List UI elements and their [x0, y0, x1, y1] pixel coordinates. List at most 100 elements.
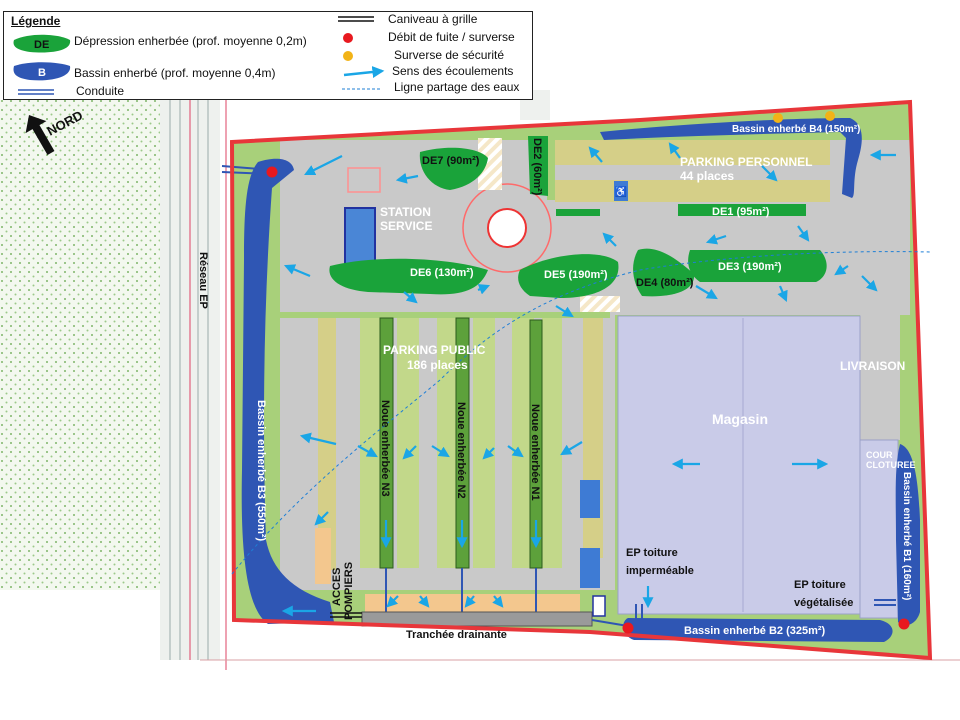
legend-box: Légende DE Dépression enherbée (prof. mo…: [3, 11, 533, 100]
b2-label: Bassin enherbé B2 (325m²): [684, 625, 826, 637]
legend-debit-label: Débit de fuite / surverse: [388, 30, 515, 44]
flow-arrow-icon: [705, 233, 727, 245]
cour-label-1: COUR: [866, 450, 893, 460]
ep-impermeable-label-1: EP toiture: [626, 547, 678, 559]
legend-caniveau-label: Caniveau à grille: [388, 12, 478, 26]
parking-stall-band: [542, 318, 562, 568]
acces-label-2: POMPIERS: [343, 562, 355, 620]
station-label-1: STATION: [380, 205, 431, 219]
personnel-parking-stalls: [555, 180, 830, 202]
caniveau-swatch-icon: [338, 16, 374, 22]
de1-label: DE1 (95m²): [712, 206, 770, 218]
basin-b2: [623, 618, 893, 642]
stall-row-west: [315, 528, 331, 584]
n2-label: Noue enherbée N2: [455, 402, 467, 499]
accessible-spot: [580, 548, 600, 588]
tranchee-drainante: [361, 611, 593, 627]
flow-arrow-icon: [314, 511, 329, 526]
flow-arrow-icon: [588, 146, 603, 163]
basin-b4: [600, 118, 862, 198]
flow-arrow-icon: [602, 232, 617, 247]
depression-de2: [528, 136, 548, 196]
b-symbol: B: [38, 67, 46, 79]
legend-surverse-label: Surverse de sécurité: [394, 48, 505, 62]
flow-arrow-icon: [431, 445, 450, 458]
flow-arrow-icon: [357, 445, 378, 458]
flow-arrow-icon: [668, 142, 681, 159]
depression-swatch-icon: DE: [13, 34, 71, 53]
parking-public-label: PARKING PUBLIC: [383, 343, 486, 357]
legend-depression-label: Dépression enherbée (prof. moyenne 0,2m): [74, 34, 307, 48]
de-symbol: DE: [34, 39, 49, 51]
flow-arrow-icon: [507, 445, 524, 458]
station-pump-area: [344, 207, 376, 269]
basin-b1: [895, 444, 920, 626]
accessible-spot: [580, 480, 600, 518]
site-boundary: [229, 99, 933, 661]
flow-arrow-icon: [492, 595, 504, 608]
flow-arrow-icon: [777, 285, 788, 303]
b3-label: Bassin enherbé B3 (550m²): [255, 400, 267, 542]
ep-vegetalisee-label-1: EP toiture: [794, 579, 846, 591]
parking-stall-band: [437, 318, 459, 568]
flow-arrow-icon: [695, 285, 718, 300]
flow-arrow-icon: [477, 284, 491, 295]
parking-stall-band: [473, 318, 495, 568]
grass-strip: [280, 312, 610, 318]
b1-label: Bassin enherbé B1 (160m²): [901, 472, 912, 600]
watershed-line: [231, 251, 931, 575]
watershed-swatch-icon: [342, 88, 380, 90]
de5-label: DE5 (190m²): [544, 269, 608, 281]
depression-de1b: [556, 209, 600, 216]
fuite-dot: [622, 622, 634, 634]
legend-conduite-label: Conduite: [76, 84, 125, 98]
de3-label: DE3 (190m²): [718, 261, 782, 273]
parking-stall-band: [583, 318, 603, 558]
flow-arrow-icon: [560, 441, 583, 456]
legend-basin-label: Bassin enherbé (prof. moyenne 0,4m): [74, 66, 276, 80]
local-box: [592, 595, 606, 617]
legend-title: Légende: [11, 14, 61, 28]
parking-stall-band: [318, 318, 336, 570]
depression-de7: [419, 147, 488, 190]
conduit: [591, 619, 629, 627]
b4-label: Bassin enherbé B4 (150m²): [732, 124, 860, 135]
flow-arrow-icon: [482, 447, 495, 460]
reseau-label: Réseau EP: [197, 252, 209, 309]
flow-arrow-icon: [418, 595, 430, 608]
surverse-dot: [825, 111, 835, 121]
de2-label: DE2 (60m²): [531, 138, 543, 196]
basin-swatch-icon: B: [13, 62, 71, 81]
surverse-swatch-icon: [343, 51, 353, 61]
flow-arrow-icon: [834, 264, 849, 276]
flow-arrow-icon: [555, 305, 574, 318]
flow-arrow-icon: [797, 225, 810, 242]
roundabout-island: [487, 208, 527, 248]
flow-arrow-icon: [304, 155, 343, 175]
grass-strip: [547, 140, 555, 200]
courtyard-fenced: [859, 439, 899, 619]
ep-impermeable-label-2: imperméable: [626, 565, 694, 577]
station-canopy: [347, 167, 381, 193]
north-arrow-icon: [25, 114, 55, 156]
legend-sens-label: Sens des écoulements: [392, 64, 514, 78]
fuite-dot: [266, 166, 278, 178]
svg-text:♿: ♿: [615, 185, 627, 198]
cour-label-2: CLOTUREE: [866, 460, 916, 470]
n3-label: Noue enherbée N3: [379, 400, 391, 497]
accessible-spot: [614, 181, 628, 201]
parking-public-places: 186 places: [407, 358, 468, 372]
de6-label: DE6 (130m²): [410, 267, 474, 279]
n1-label: Noue enherbée N1: [529, 404, 541, 501]
flow-arrow-icon: [395, 172, 419, 184]
flow-arrow-icon: [386, 595, 399, 608]
basin-b3: [241, 158, 334, 624]
flow-arrow-icon: [861, 275, 878, 292]
acces-label-1: ACCES: [331, 567, 343, 606]
hatched-zone: [580, 296, 620, 312]
parking-personnel-places: 44 places: [680, 169, 734, 183]
magasin-label: Magasin: [712, 411, 768, 427]
depression-de3: [688, 250, 827, 282]
depression-de1: [678, 204, 806, 216]
